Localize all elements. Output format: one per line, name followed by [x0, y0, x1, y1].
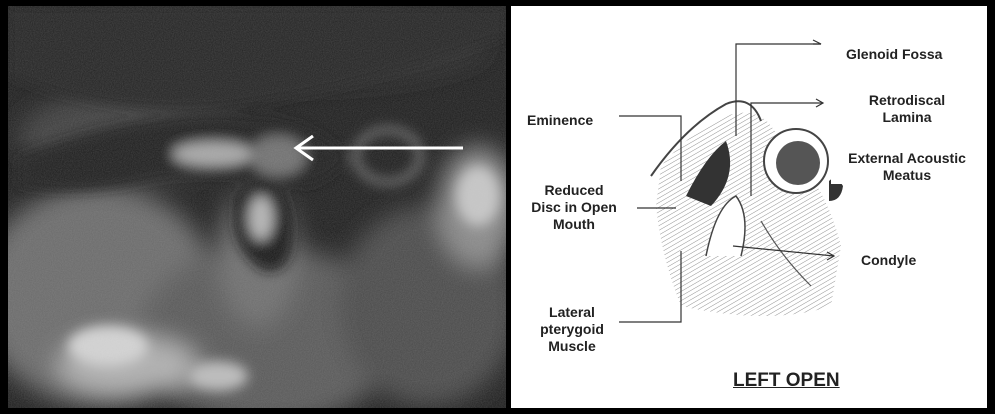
label-eminence: Eminence	[527, 112, 593, 129]
caption-left-open: LEFT OPEN	[733, 372, 840, 389]
label-lateral-line2: pterygoid	[525, 321, 619, 338]
label-condyle: Condyle	[861, 252, 916, 269]
label-reduced-line1: Reduced	[521, 182, 627, 199]
label-eam-line1: External Acoustic	[831, 150, 983, 167]
label-external-acoustic-meatus: External Acoustic Meatus	[831, 150, 983, 184]
label-eam-line2: Meatus	[831, 167, 983, 184]
mri-image	[8, 6, 506, 408]
label-glenoid-fossa: Glenoid Fossa	[846, 46, 942, 63]
anatomy-diagram: Glenoid Fossa Retrodiscal Lamina Externa…	[511, 6, 987, 408]
label-retrodiscal-line1: Retrodiscal	[851, 92, 963, 109]
label-reduced-line3: Mouth	[521, 216, 627, 233]
label-reduced-disc: Reduced Disc in Open Mouth	[521, 182, 627, 233]
label-reduced-line2: Disc in Open	[521, 199, 627, 216]
label-lateral-line3: Muscle	[525, 338, 619, 355]
label-lateral-pterygoid: Lateral pterygoid Muscle	[525, 304, 619, 355]
label-retrodiscal-lamina: Retrodiscal Lamina	[851, 92, 963, 126]
label-retrodiscal-line2: Lamina	[851, 109, 963, 126]
label-lateral-line1: Lateral	[525, 304, 619, 321]
